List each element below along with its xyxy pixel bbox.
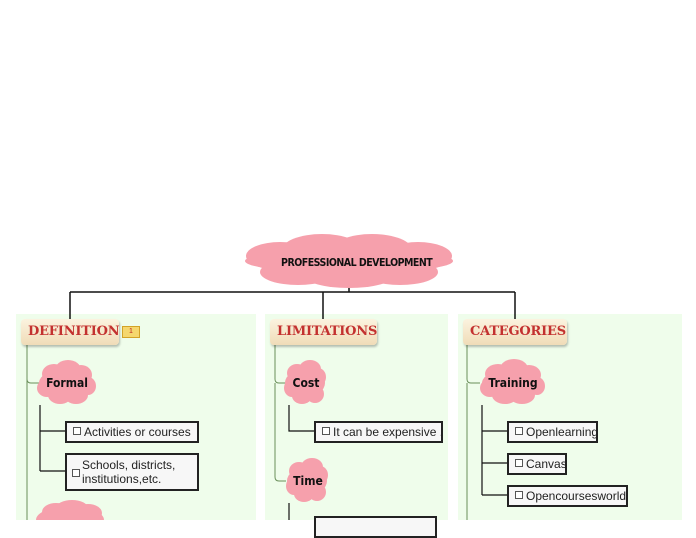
checkbox-icon[interactable] xyxy=(515,491,523,499)
checkbox-icon[interactable] xyxy=(322,427,330,435)
topic-formal[interactable]: Formal xyxy=(46,376,88,390)
training-cloud-shape xyxy=(480,359,545,404)
leaf-it-can-be-expensive[interactable]: It can be expensive . xyxy=(314,421,443,443)
leaf-opencoursesworld[interactable]: Opencoursesworld xyxy=(507,485,628,507)
mind-map-canvas: PROFESSIONAL DEVELOPMENT DEFINITION 1 LI… xyxy=(16,234,682,538)
notes-count: 1 xyxy=(129,328,133,335)
leaf-label: Activities or courses xyxy=(84,425,191,439)
leaf-label: Canvas xyxy=(526,457,567,471)
connector-lines xyxy=(26,234,545,520)
topic-cost[interactable]: Cost xyxy=(292,376,320,390)
time-cloud-shape xyxy=(286,458,328,502)
cost-cloud-shape xyxy=(284,360,326,404)
checkbox-icon[interactable] xyxy=(73,427,81,435)
root-cloud-shape xyxy=(245,234,453,288)
branch-limitations[interactable]: LIMITATIONS xyxy=(270,319,377,345)
branch-categories[interactable]: CATEGORIES xyxy=(463,319,567,345)
leaf-activities-or-courses[interactable]: Activities or courses xyxy=(65,421,199,443)
leaf-label: Opencoursesworld xyxy=(526,489,627,503)
leaf-time-item[interactable] xyxy=(314,516,437,538)
branch-definition[interactable]: DEFINITION xyxy=(21,319,120,345)
topic-training[interactable]: Training xyxy=(488,376,538,390)
leaf-canvas[interactable]: Canvas xyxy=(507,453,567,475)
leaf-label: It can be expensive . xyxy=(333,425,444,439)
checkbox-icon[interactable] xyxy=(515,459,523,467)
leaf-openlearning[interactable]: Openlearning xyxy=(507,421,598,443)
leaf-schools-districts[interactable]: Schools, districts, institutions,etc. xyxy=(65,453,199,491)
formal-cloud-shape xyxy=(37,360,96,404)
leaf-label: Schools, districts, institutions,etc. xyxy=(82,458,176,486)
leaf-label: Openlearning xyxy=(526,425,599,439)
checkbox-icon[interactable] xyxy=(72,469,80,477)
checkbox-icon[interactable] xyxy=(515,427,523,435)
root-topic-title[interactable]: PROFESSIONAL DEVELOPMENT xyxy=(281,256,433,269)
definition-topic2-cloud-shape xyxy=(36,500,104,520)
topic-time[interactable]: Time xyxy=(293,474,323,488)
notes-icon[interactable]: 1 xyxy=(122,326,140,338)
